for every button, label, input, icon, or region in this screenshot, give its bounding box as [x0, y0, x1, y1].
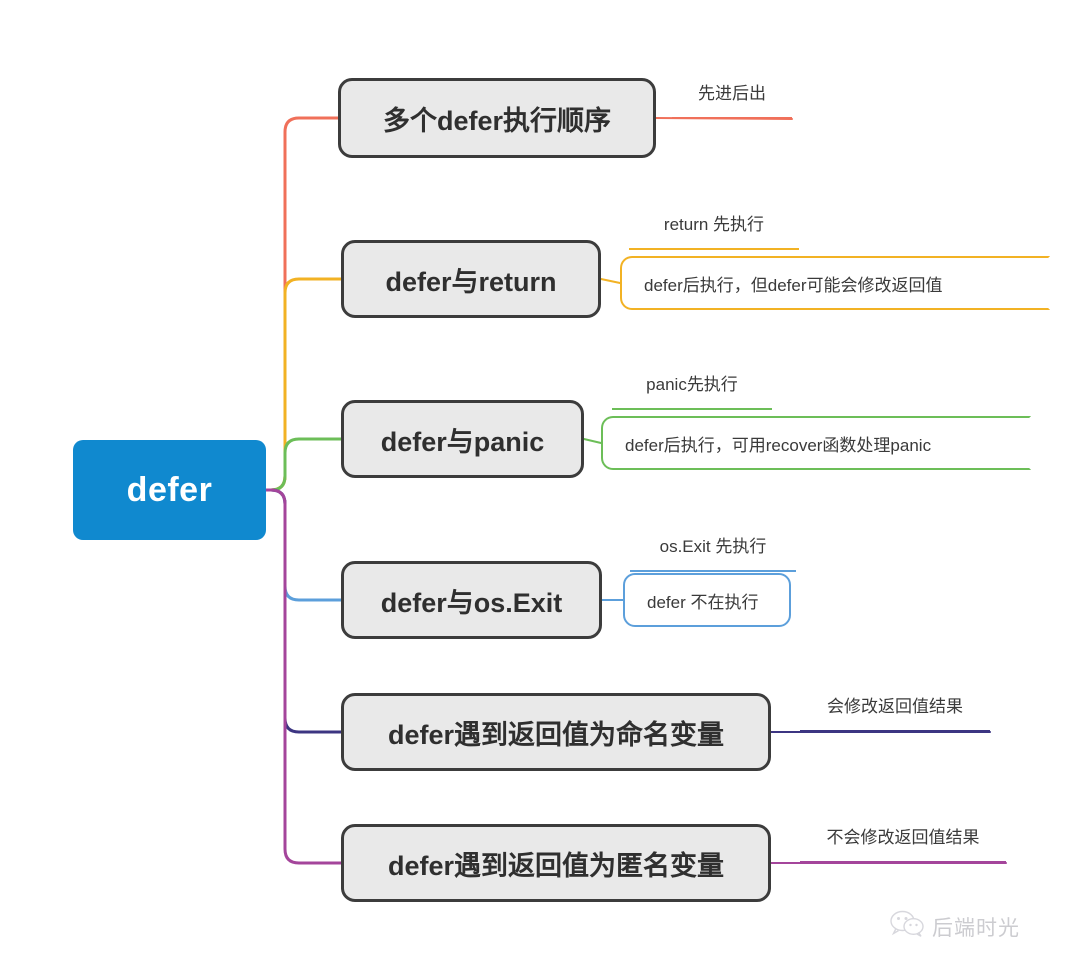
detail-label-text: panic先执行 — [646, 375, 738, 394]
topic-node-label: defer遇到返回值为匿名变量 — [387, 850, 725, 881]
topic-node-anonymous[interactable]: defer遇到返回值为匿名变量 — [341, 824, 771, 902]
topic-node-order[interactable]: 多个defer执行顺序 — [338, 78, 656, 158]
detail-box-text: defer 不在执行 — [647, 592, 759, 612]
detail-label-text: os.Exit 先执行 — [659, 537, 767, 556]
connector-order — [264, 116, 340, 492]
connector-named — [264, 488, 343, 734]
detail-label-anonymous-0[interactable]: 不会修改返回值结果 — [800, 823, 1006, 863]
detail-box-return-1[interactable]: defer后执行，但defer可能会修改返回值 — [620, 256, 1050, 310]
topic-node-label: 多个defer执行顺序 — [382, 105, 612, 136]
detail-box-text: defer后执行，但defer可能会修改返回值 — [644, 275, 943, 295]
detail-label-return-0[interactable]: return 先执行 — [629, 210, 799, 250]
detail-label-text: return 先执行 — [663, 215, 765, 234]
detail-underline-rule — [672, 117, 792, 119]
root-node-defer[interactable]: defer — [73, 440, 266, 540]
detail-underline-rule — [800, 861, 1006, 863]
root-node-label: defer — [126, 470, 213, 509]
detail-underline-rule — [800, 730, 990, 732]
topic-node-label: defer遇到返回值为命名变量 — [387, 719, 725, 750]
detail-underline-rule — [612, 408, 772, 410]
connector-osexit — [264, 488, 343, 602]
detail-box-panic-1[interactable]: defer后执行，可用recover函数处理panic — [601, 416, 1031, 470]
topic-node-label: defer与return — [385, 266, 557, 297]
wechat-icon — [890, 910, 924, 943]
watermark-label: 后端时光 — [932, 916, 1020, 940]
detail-box-text: defer后执行，可用recover函数处理panic — [625, 435, 932, 455]
topic-node-named[interactable]: defer遇到返回值为命名变量 — [341, 693, 771, 771]
connector-panic — [264, 437, 343, 492]
connector-return — [264, 277, 343, 492]
detail-underline-rule — [629, 248, 799, 250]
connector-detail-return-1 — [600, 278, 621, 284]
detail-label-osexit-0[interactable]: os.Exit 先执行 — [630, 532, 796, 572]
detail-box-osexit-1[interactable]: defer 不在执行 — [623, 573, 791, 627]
connector-anonymous — [264, 488, 343, 865]
detail-label-text: 先进后出 — [698, 84, 766, 103]
topic-node-osexit[interactable]: defer与os.Exit — [341, 561, 602, 639]
detail-label-text: 会修改返回值结果 — [827, 697, 963, 716]
detail-label-named-0[interactable]: 会修改返回值结果 — [800, 692, 990, 732]
detail-label-panic-0[interactable]: panic先执行 — [612, 370, 772, 410]
detail-label-text: 不会修改返回值结果 — [826, 828, 980, 847]
topic-node-label: defer与panic — [380, 426, 545, 457]
topic-node-label: defer与os.Exit — [380, 587, 563, 618]
topic-node-panic[interactable]: defer与panic — [341, 400, 584, 478]
topic-node-return[interactable]: defer与return — [341, 240, 601, 318]
watermark: 后端时光 — [890, 910, 1020, 943]
detail-underline-rule — [630, 570, 796, 572]
connector-detail-panic-1 — [583, 438, 602, 444]
detail-label-order-0[interactable]: 先进后出 — [672, 79, 792, 119]
